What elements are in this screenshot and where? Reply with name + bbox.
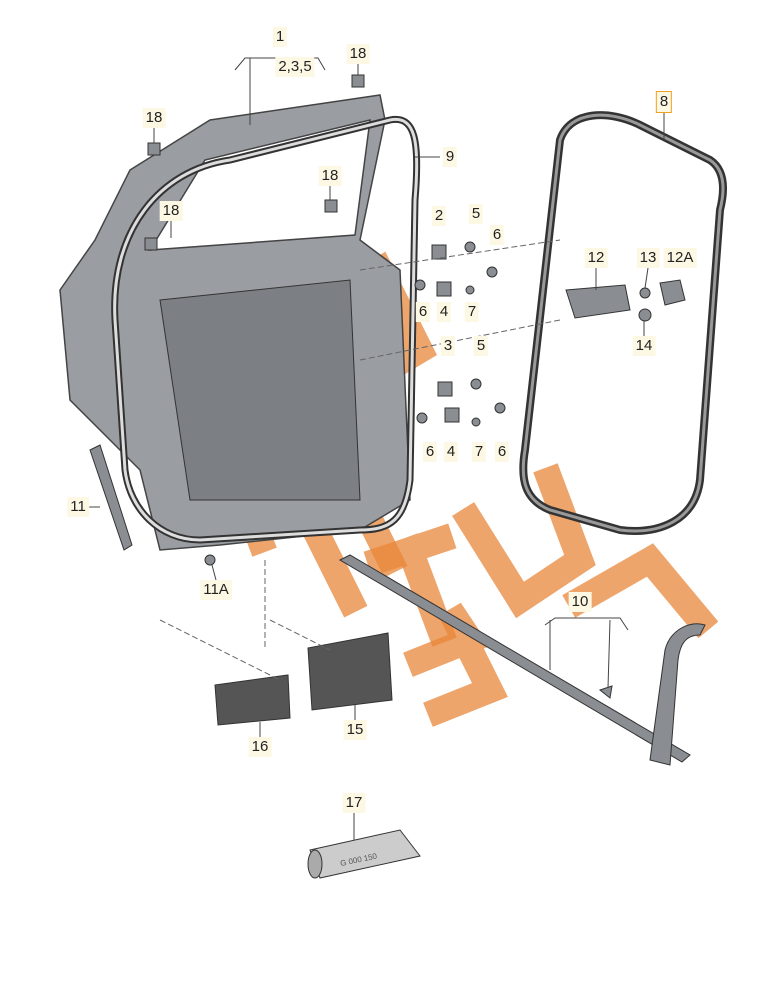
small-parts xyxy=(89,74,706,879)
callout-label-12A[interactable]: 12A xyxy=(663,248,697,268)
callout-label-18[interactable]: 18 xyxy=(142,108,166,128)
callout-label-8[interactable]: 8 xyxy=(655,91,673,113)
callout-label-3[interactable]: 3 xyxy=(440,336,456,356)
callout-label-18[interactable]: 18 xyxy=(159,201,183,221)
callout-label-7[interactable]: 7 xyxy=(464,302,480,322)
dash-lines xyxy=(159,239,561,681)
callout-label-4[interactable]: 4 xyxy=(436,302,452,322)
callout-label-14[interactable]: 14 xyxy=(632,336,656,356)
seal-8 xyxy=(519,111,727,535)
callout-label-13[interactable]: 13 xyxy=(636,248,660,268)
callout-label-16[interactable]: 16 xyxy=(248,737,272,757)
callout-label-11A[interactable]: 11A xyxy=(200,580,232,600)
callout-label-2-3-5[interactable]: 2,3,5 xyxy=(275,57,315,77)
callout-label-15[interactable]: 15 xyxy=(343,720,367,740)
callout-label-5[interactable]: 5 xyxy=(473,336,489,356)
callout-label-2[interactable]: 2 xyxy=(431,206,447,226)
callout-label-10[interactable]: 10 xyxy=(568,592,592,612)
callout-label-7[interactable]: 7 xyxy=(471,442,487,462)
callout-label-5[interactable]: 5 xyxy=(468,204,484,224)
callout-label-12[interactable]: 12 xyxy=(584,248,608,268)
callout-label-18[interactable]: 18 xyxy=(346,44,370,64)
callout-label-6[interactable]: 6 xyxy=(494,442,510,462)
callout-label-9[interactable]: 9 xyxy=(442,147,458,167)
callout-label-6[interactable]: 6 xyxy=(489,225,505,245)
callout-label-6[interactable]: 6 xyxy=(415,302,431,322)
callout-label-6[interactable]: 6 xyxy=(422,442,438,462)
callout-label-11[interactable]: 11 xyxy=(67,497,89,517)
callout-label-17[interactable]: 17 xyxy=(342,793,366,813)
callout-label-1[interactable]: 1 xyxy=(272,27,288,47)
callout-label-4[interactable]: 4 xyxy=(443,442,459,462)
callout-label-18[interactable]: 18 xyxy=(318,166,342,186)
door-shell xyxy=(59,94,421,551)
